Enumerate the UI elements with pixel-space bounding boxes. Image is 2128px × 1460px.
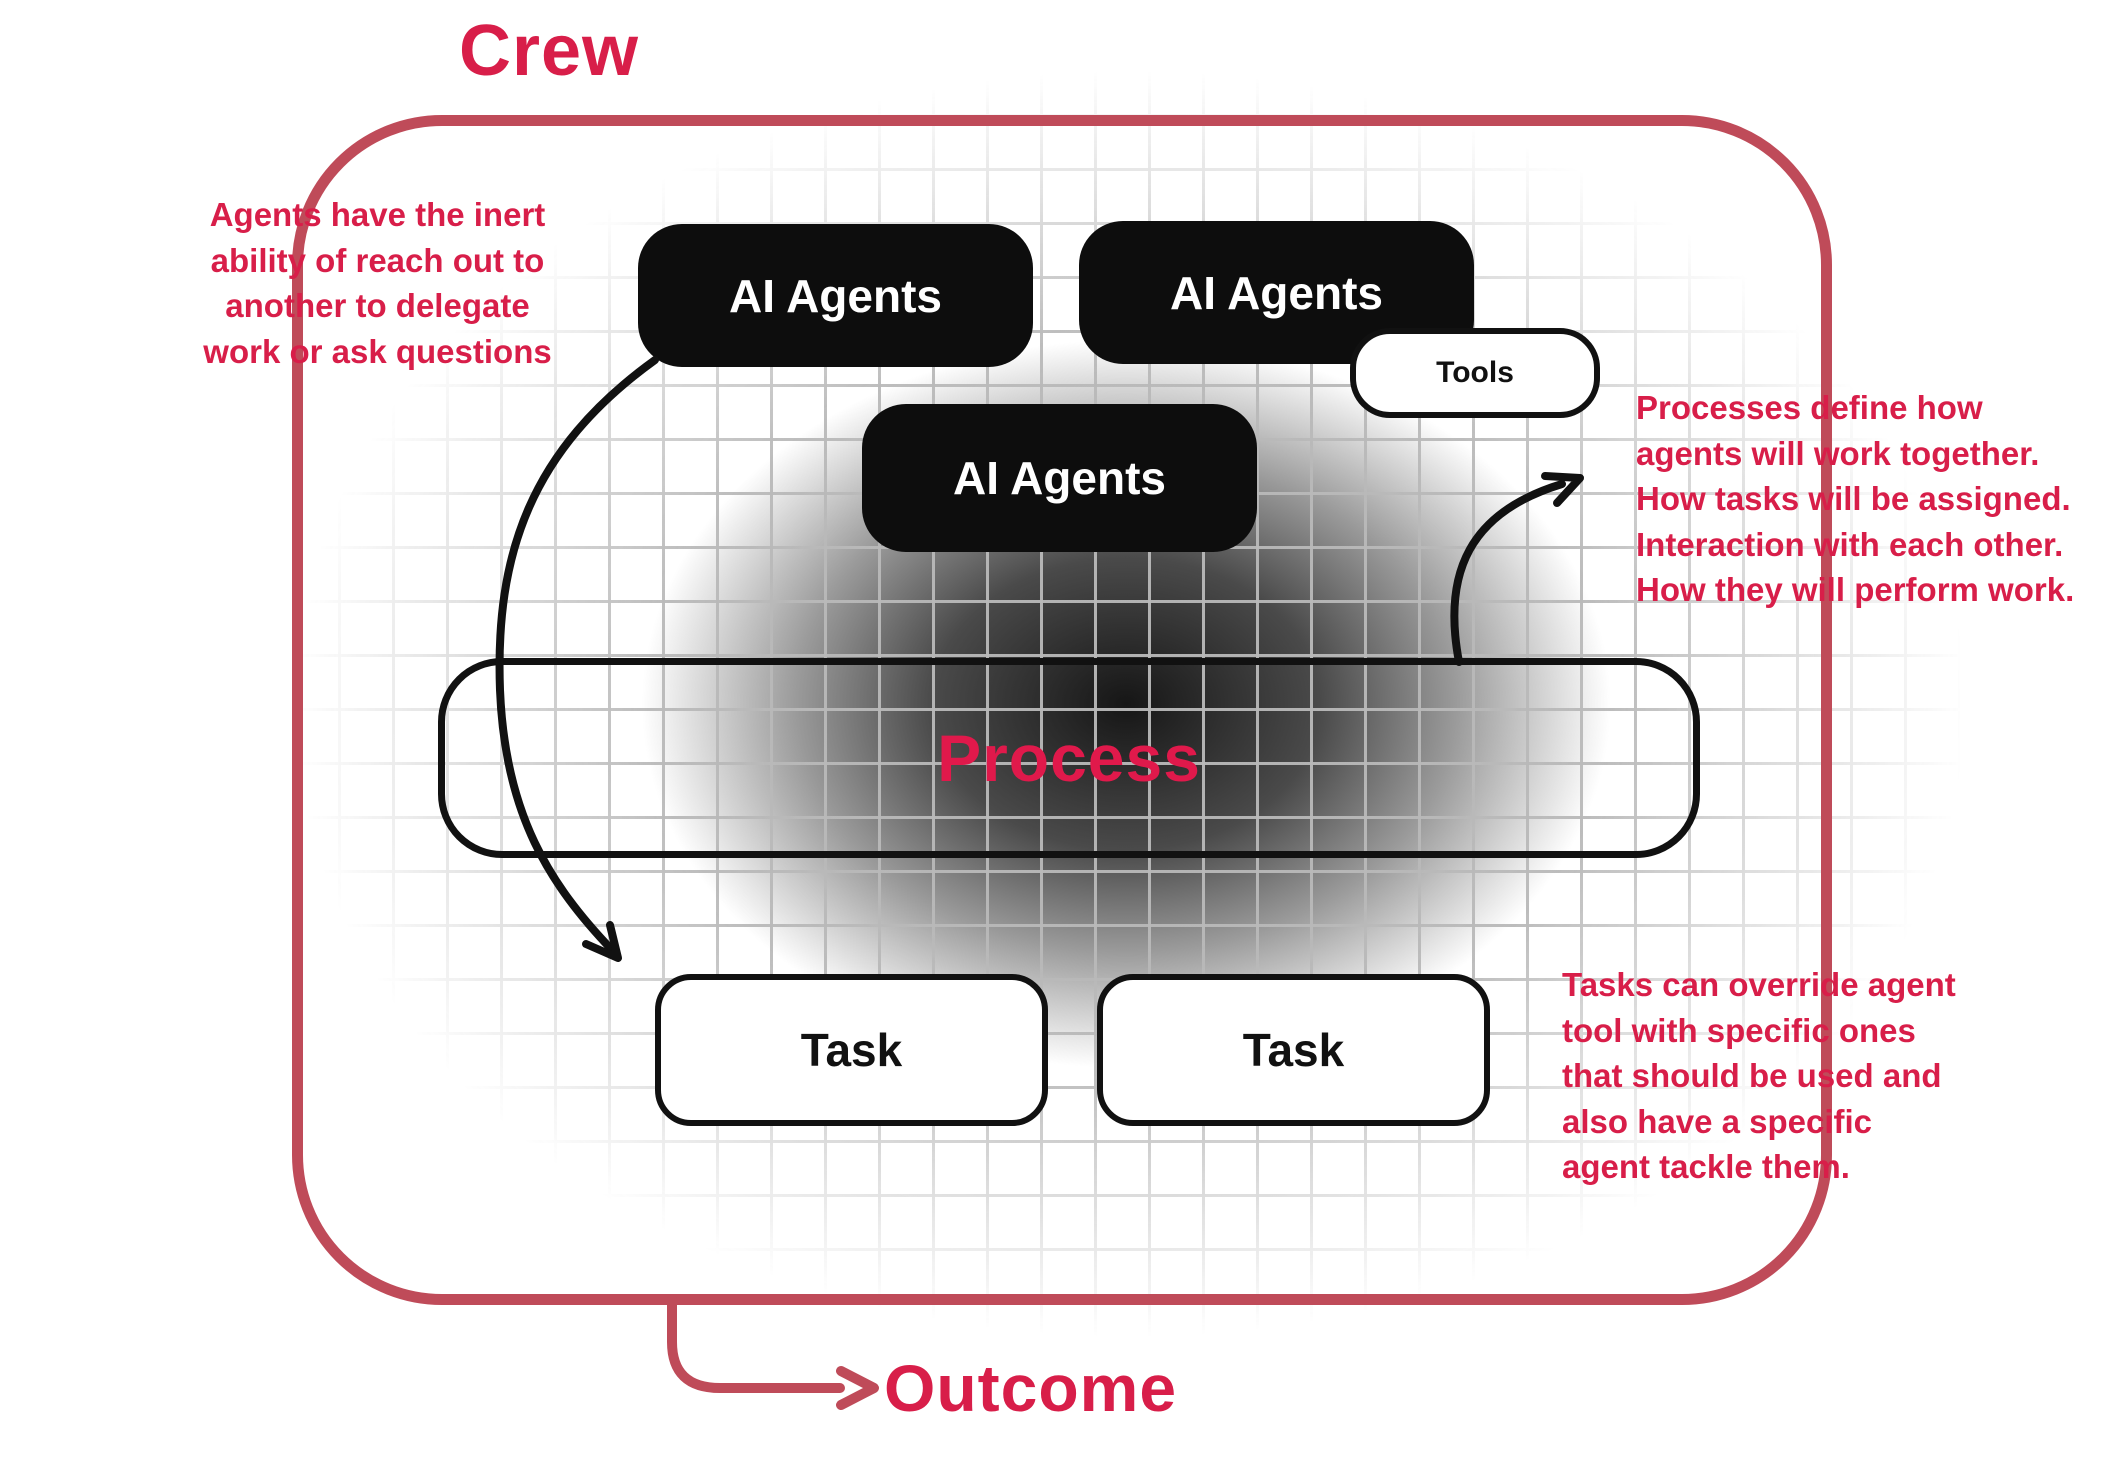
task-node-2-label: Task	[1242, 1024, 1345, 1076]
ai-agents-node-3-label: AI Agents	[953, 452, 1166, 504]
note-tasks-line: tool with specific ones	[1562, 1011, 1916, 1049]
note-processes: Processes define how agents will work to…	[1636, 385, 2128, 613]
note-delegation-line: Agents have the inert	[209, 196, 546, 233]
ai-agents-node-1: AI Agents	[638, 224, 1033, 367]
tools-node-label: Tools	[1436, 356, 1514, 389]
process-node-label: Process	[937, 721, 1201, 795]
ai-agents-node-1-label: AI Agents	[729, 269, 942, 322]
task-node-2: Task	[1097, 974, 1490, 1126]
ai-agents-node-2-label: AI Agents	[1170, 266, 1383, 319]
note-tasks-line: also have a specific	[1562, 1102, 1873, 1140]
note-tasks-line: that should be used and	[1562, 1057, 1942, 1095]
outcome-title: Outcome	[884, 1351, 1178, 1425]
note-processes-line: agents will work together.	[1636, 434, 2040, 472]
task-node-1: Task	[655, 974, 1048, 1126]
note-delegation: Agents have the inert ability of reach o…	[180, 192, 575, 374]
note-processes-line: Processes define how	[1636, 389, 1983, 426]
note-tasks: Tasks can override agent tool with speci…	[1562, 962, 2032, 1190]
note-tasks-line: Tasks can override agent	[1562, 966, 1956, 1003]
note-delegation-line: another to delegate	[225, 287, 530, 325]
note-tasks-line: agent tackle them.	[1562, 1148, 1850, 1186]
note-processes-line: Interaction with each other.	[1636, 525, 2064, 563]
tools-node: Tools	[1350, 328, 1600, 418]
crew-title: Crew	[459, 11, 640, 91]
note-processes-line: How tasks will be assigned.	[1636, 480, 2071, 518]
ai-agents-node-2: AI Agents	[1079, 221, 1474, 364]
note-delegation-line: ability of reach out to	[210, 241, 545, 279]
ai-agents-node-3: AI Agents	[862, 404, 1257, 552]
note-delegation-line: work or ask questions	[203, 332, 552, 370]
process-node: Process	[438, 658, 1700, 858]
task-node-1-label: Task	[800, 1024, 903, 1076]
note-processes-line: How they will perform work.	[1636, 571, 2075, 609]
crew-boundary-box	[292, 115, 1832, 1305]
